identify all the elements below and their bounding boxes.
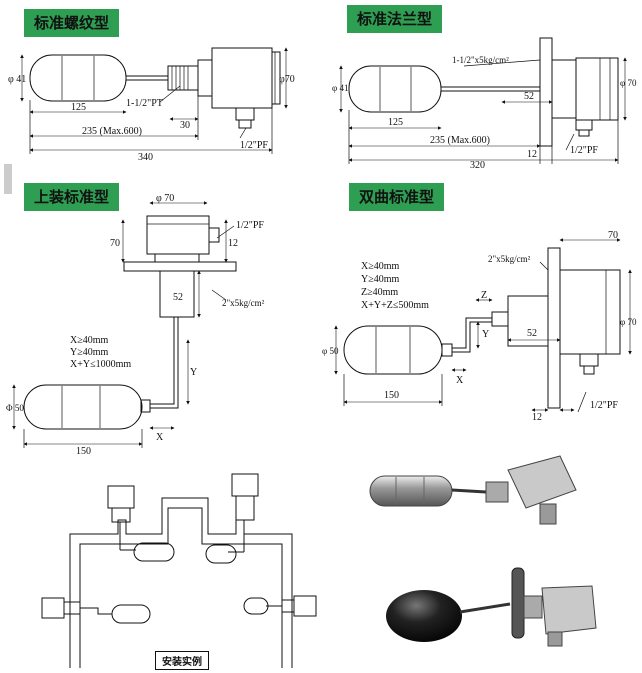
p4-y: Y	[482, 329, 489, 340]
p3-l52: 52	[173, 292, 183, 303]
switch-top-left	[107, 485, 175, 562]
title-standard-thread: 标准螺纹型	[24, 9, 120, 37]
switch-housing	[146, 215, 210, 255]
p4-c3: Z≥40mm	[361, 287, 398, 298]
flange-plate	[123, 261, 237, 272]
p1-d70: φ70	[279, 74, 295, 85]
p4-d50: φ 50	[322, 346, 339, 356]
float-body	[348, 65, 442, 113]
p4-x: X	[456, 375, 464, 386]
float-body	[23, 384, 143, 430]
float-body	[343, 325, 443, 375]
p4-z: Z	[481, 290, 487, 301]
p2-l235: 235 (Max.600)	[430, 135, 490, 146]
p1-d41: φ 41	[8, 74, 26, 85]
p2-l12: 12	[527, 149, 537, 160]
p3-c3: X+Y≤1000mm	[70, 359, 131, 370]
p2-l52: 52	[524, 91, 534, 102]
p2-l320: 320	[470, 160, 485, 171]
product-photo-thread	[369, 455, 577, 525]
title-top-mount: 上装标准型	[24, 183, 120, 211]
p1-l340: 340	[138, 152, 153, 163]
p2-flange: 1-1/2"x5kg/cm²	[452, 55, 509, 65]
flange-type-drawing: φ 41 φ 70 1-1/2"x5kg/cm² 52 125 235 (Max…	[332, 37, 637, 171]
switch-top-right	[205, 473, 259, 564]
p2-pf: 1/2"PF	[570, 145, 598, 156]
p3-c2: Y≥40mm	[70, 347, 108, 358]
p4-l12: 12	[532, 412, 542, 423]
p3-pf: 1/2"PF	[236, 220, 264, 231]
installation-caption: 安装实例	[155, 651, 209, 670]
p1-l30: 30	[180, 120, 190, 131]
p3-l70: 70	[110, 238, 120, 249]
switch-housing	[211, 47, 273, 109]
p1-l235: 235 (Max.600)	[82, 126, 142, 137]
p1-pf: 1/2"PF	[240, 140, 268, 151]
p4-l52: 52	[527, 328, 537, 339]
p3-flange: 2"x5kg/cm²	[222, 298, 265, 308]
p4-l150: 150	[384, 390, 399, 401]
p4-c4: X+Y+Z≤500mm	[361, 300, 429, 311]
double-bend-drawing: 70 2"x5kg/cm² X≥40mm Y≥40mm Z≥40mm X+Y+Z…	[322, 230, 637, 423]
switch-side-left	[41, 597, 151, 624]
p3-d50: Φ 50	[6, 403, 24, 413]
p4-d70: φ 70	[620, 317, 637, 327]
p2-d70: φ 70	[620, 78, 637, 88]
switch-housing	[559, 269, 621, 355]
p4-c1: X≥40mm	[361, 261, 399, 272]
p3-c1: X≥40mm	[70, 335, 108, 346]
p2-l125: 125	[388, 117, 403, 128]
p4-pf: 1/2"PF	[590, 400, 618, 411]
switch-side-right	[243, 595, 317, 617]
flange-plate	[547, 247, 561, 409]
p3-d70: φ 70	[156, 193, 174, 204]
p4-l70: 70	[608, 230, 618, 241]
thread-fitting	[167, 65, 199, 91]
top-mount-drawing: φ 70 1/2"PF 70 12 52 2"x5kg/cm² X≥40mm Y…	[6, 193, 265, 457]
flange-plate	[539, 37, 553, 147]
side-marker	[4, 164, 12, 194]
product-photo-flange	[386, 567, 597, 647]
switch-housing	[575, 57, 619, 121]
title-standard-flange: 标准法兰型	[347, 5, 443, 33]
p1-l125: 125	[71, 102, 86, 113]
p3-x: X	[156, 432, 164, 443]
installation-example	[41, 473, 317, 668]
p4-flange: 2"x5kg/cm²	[488, 254, 531, 264]
title-double-bend: 双曲标准型	[349, 183, 445, 211]
p3-l12: 12	[228, 238, 238, 249]
p4-c2: Y≥40mm	[361, 274, 399, 285]
p3-l150: 150	[76, 446, 91, 457]
p1-pt: 1-1/2"PT	[126, 98, 163, 109]
thread-type-drawing: φ 41 φ70 125 1-1/2"PT 30 235 (Max.600) 3…	[8, 47, 295, 163]
p3-y: Y	[190, 367, 197, 378]
float-body	[29, 54, 127, 102]
p2-d41: φ 41	[332, 83, 348, 93]
